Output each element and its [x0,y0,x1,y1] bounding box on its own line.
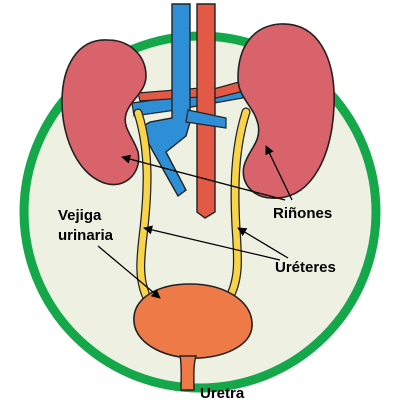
bladder [133,283,253,359]
leader-ureters-left [143,225,281,261]
leader-bladder [97,245,161,299]
leader-ureters-right [237,227,289,259]
urethra [179,355,197,391]
label-bladder-line1: Vejiga [58,207,102,224]
ureter-right-fill [224,108,250,304]
leader-kidneys-right [265,145,293,201]
kidney-right [237,23,335,199]
vena-cava [139,3,191,198]
label-urethra: Uretra [200,385,245,400]
vein-branch [185,109,227,129]
label-ureters: Uréteres [275,259,336,276]
kidney-left [61,39,147,186]
label-kidneys: Riñones [273,205,332,222]
aorta [196,3,216,219]
label-bladder-line2: urinaria [58,227,114,244]
leader-kidneys-left [121,154,286,201]
